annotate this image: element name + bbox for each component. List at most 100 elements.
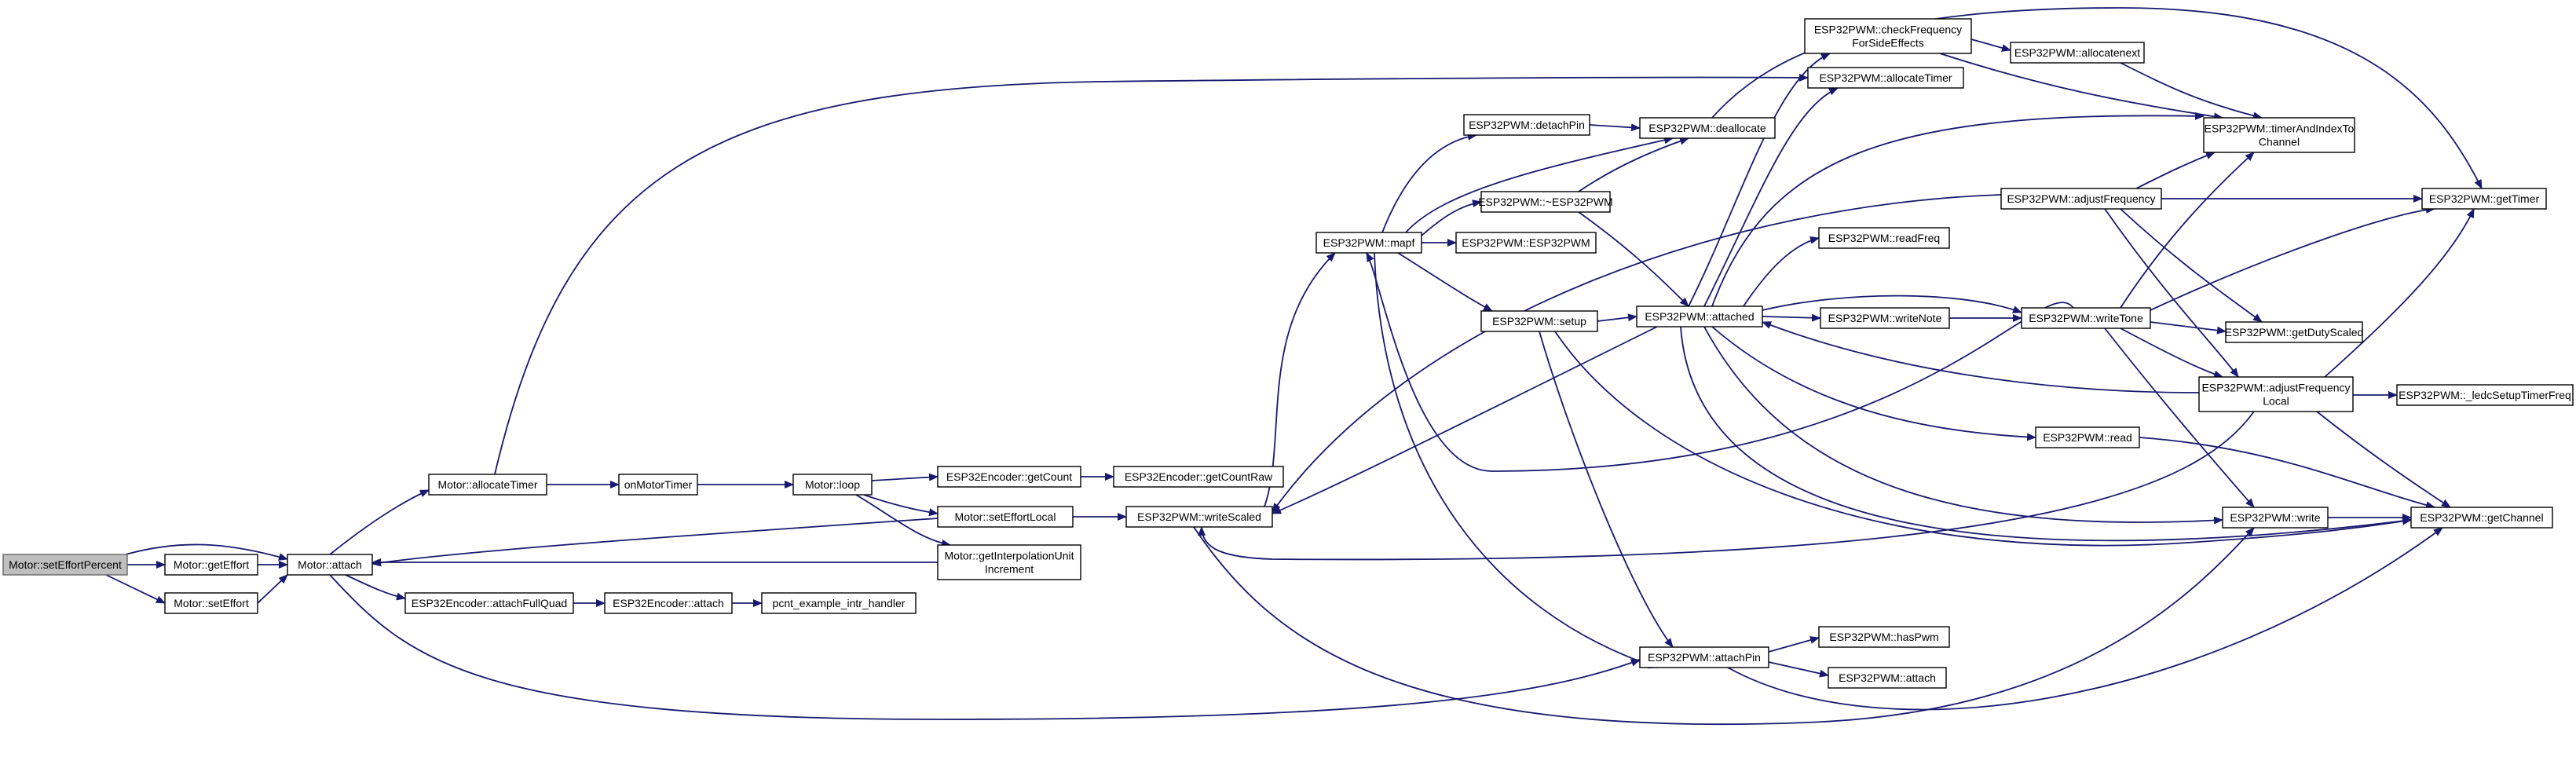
node-label: ESP32PWM::deallocate <box>1648 122 1766 134</box>
node-detachPin[interactable]: ESP32PWM::detachPin <box>1463 114 1590 136</box>
node-box <box>1480 310 1598 332</box>
node-attachPin[interactable]: ESP32PWM::attachPin <box>1639 646 1769 668</box>
node-label: ESP32PWM::adjustFrequency <box>2007 192 2155 205</box>
node-read[interactable]: ESP32PWM::read <box>2035 426 2140 448</box>
node-label: ESP32Encoder::getCount <box>946 470 1072 483</box>
node-deallocate[interactable]: ESP32PWM::deallocate <box>1639 117 1776 139</box>
node-encAttach[interactable]: ESP32Encoder::attach <box>604 592 733 614</box>
node-attach[interactable]: Motor::attach <box>287 554 373 576</box>
node-ledcSetup[interactable]: ESP32PWM::_ledcSetupTimerFreq <box>2396 384 2574 406</box>
node-label: ForSideEffects <box>1852 37 1924 49</box>
node-writeTone[interactable]: ESP32PWM::writeTone <box>2021 307 2151 329</box>
node-label: ESP32PWM::allocatenext <box>2014 46 2140 59</box>
node-label: ESP32PWM::timerAndIndexTo <box>2205 123 2355 135</box>
edge-adjustFrequency-to-getDutyScaled <box>2120 208 2263 323</box>
node-onMotorTimer[interactable]: onMotorTimer <box>618 474 698 496</box>
node-label: ESP32PWM::getChannel <box>2420 511 2543 524</box>
node-attachFullQuad[interactable]: ESP32Encoder::attachFullQuad <box>404 592 574 614</box>
edge-mapf-to-detachPin <box>1381 132 1477 233</box>
edge-attach-to-allocateTimerM <box>329 489 430 555</box>
edge-adjustFrequency-to-adjustFreqLocal <box>2104 208 2239 378</box>
edge-writeTone-to-adjustFreqLocal <box>2120 327 2223 379</box>
edge-dtor-to-attached <box>1578 211 1689 307</box>
node-allocatenext[interactable]: ESP32PWM::allocatenext <box>2010 42 2145 64</box>
node-pwmAttach[interactable]: ESP32PWM::attach <box>1828 667 1947 689</box>
edge-attached-to-allocateTimerP <box>1703 87 1839 307</box>
node-label: Motor::attach <box>298 558 362 571</box>
node-setup[interactable]: ESP32PWM::setup <box>1480 310 1598 332</box>
node-ctor[interactable]: ESP32PWM::ESP32PWM <box>1455 232 1597 254</box>
node-label: Motor::getInterpolationUnit <box>945 550 1074 562</box>
node-label: ESP32PWM::writeNote <box>1828 312 1942 324</box>
edge-writeTone-to-getTimer <box>2150 205 2435 311</box>
edge-mapf-to-deallocate <box>1405 136 1674 233</box>
edge-attached-to-read <box>1711 326 2036 441</box>
node-box <box>1818 626 1950 648</box>
node-allocateTimerP[interactable]: ESP32PWM::allocateTimer <box>1807 67 1964 89</box>
edge-detachPin-to-deallocate <box>1589 123 1641 132</box>
node-attached[interactable]: ESP32PWM::attached <box>1636 305 1763 327</box>
node-label: ESP32PWM::attachPin <box>1648 651 1761 664</box>
node-label: Motor::setEffortPercent <box>9 558 122 571</box>
node-getChannel[interactable]: ESP32PWM::getChannel <box>2410 507 2553 529</box>
node-box <box>2396 384 2574 406</box>
edge-attached-to-writeScaled <box>1272 326 1658 514</box>
edge-attached-to-timerAndIndex <box>1711 112 2205 307</box>
node-box <box>604 592 733 614</box>
node-adjustFrequency[interactable]: ESP32PWM::adjustFrequency <box>2000 188 2162 210</box>
node-getEffort[interactable]: Motor::getEffort <box>164 554 258 576</box>
node-label: ESP32PWM::adjustFrequency <box>2201 382 2350 394</box>
node-readFreq[interactable]: ESP32PWM::readFreq <box>1818 227 1950 249</box>
edge-read-to-getChannel <box>2139 437 2435 510</box>
node-box <box>937 544 1081 580</box>
edge-adjustFreqLocal-to-getChannel <box>2316 411 2451 508</box>
node-writeScaled[interactable]: ESP32PWM::writeScaled <box>1125 506 1273 528</box>
node-write[interactable]: ESP32PWM::write <box>2222 507 2329 529</box>
node-box <box>2010 42 2145 64</box>
node-box <box>1455 232 1597 254</box>
edge-attach-to-attachPin <box>329 574 1641 720</box>
node-label: Motor::setEffort <box>174 597 249 609</box>
node-allocateTimerM[interactable]: Motor::allocateTimer <box>428 474 547 496</box>
node-box <box>287 554 373 576</box>
node-hasPwm[interactable]: ESP32PWM::hasPwm <box>1818 626 1950 648</box>
node-box <box>2021 307 2151 329</box>
node-box <box>1807 67 1964 89</box>
node-box <box>1113 466 1284 488</box>
edge-setEffortPercent-to-setEffort <box>105 574 166 604</box>
node-mapf[interactable]: ESP32PWM::mapf <box>1315 232 1422 254</box>
node-box <box>164 554 258 576</box>
node-setEffortLocal[interactable]: Motor::setEffortLocal <box>937 506 1074 528</box>
node-label: ESP32PWM::write <box>2230 511 2320 524</box>
edge-adjustFreqLocal-to-attached <box>1762 321 2200 393</box>
node-setEffort[interactable]: Motor::setEffort <box>164 592 258 614</box>
edge-writeTone-to-timerAndIndex <box>2120 152 2255 309</box>
node-box <box>937 506 1074 528</box>
node-box <box>2421 188 2547 210</box>
node-label: ESP32PWM::attached <box>1645 310 1754 323</box>
node-getCountRaw[interactable]: ESP32Encoder::getCountRaw <box>1113 466 1284 488</box>
edge-setup-to-attachPin <box>1539 331 1674 648</box>
edge-adjustFrequency-to-timerAndIndex <box>2135 152 2216 189</box>
node-label: ESP32PWM::allocateTimer <box>1819 71 1952 84</box>
node-box <box>761 592 917 614</box>
node-getTimer[interactable]: ESP32PWM::getTimer <box>2421 188 2547 210</box>
node-getDutyScaled[interactable]: ESP32PWM::getDutyScaled <box>2225 321 2364 343</box>
node-box <box>1820 307 1950 329</box>
node-getCount[interactable]: ESP32Encoder::getCount <box>937 466 1081 488</box>
node-setEffortPercent[interactable]: Motor::setEffortPercent <box>2 554 128 576</box>
node-pcnt[interactable]: pcnt_example_intr_handler <box>761 592 917 614</box>
node-writeNote[interactable]: ESP32PWM::writeNote <box>1820 307 1950 329</box>
node-box <box>1818 227 1950 249</box>
edge-setEffortLocal-to-attach <box>371 518 939 567</box>
node-dtor[interactable]: ESP32PWM::~ESP32PWM <box>1478 191 1613 213</box>
edge-mapf-to-attachPin <box>1374 252 1658 669</box>
node-box <box>404 592 574 614</box>
node-loop[interactable]: Motor::loop <box>792 474 873 496</box>
call-edges <box>105 7 2483 726</box>
